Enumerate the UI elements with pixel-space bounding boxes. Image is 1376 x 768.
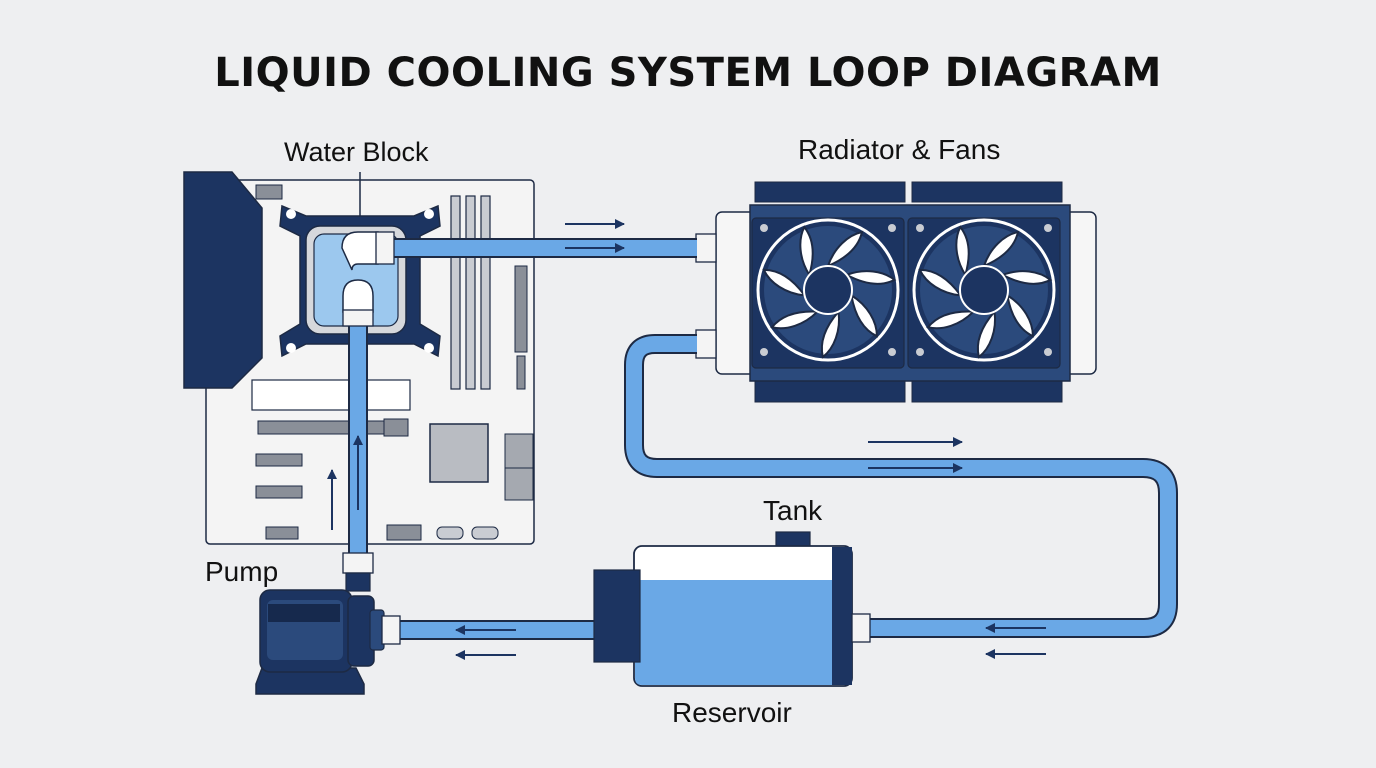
reservoir-label: Reservoir: [672, 697, 792, 728]
water-block-label: Water Block: [284, 137, 429, 167]
motherboard: [183, 171, 535, 545]
radiator: [695, 181, 1097, 403]
flow-arrows: [327, 219, 1046, 660]
radiator-label: Radiator & Fans: [798, 134, 1001, 165]
reservoir: [593, 531, 871, 687]
diagram-title: LIQUID COOLING SYSTEM LOOP DIAGRAM: [214, 50, 1162, 96]
water-block-fittings: [341, 231, 395, 327]
pump-label: Pump: [205, 556, 279, 587]
radiator-fan-2: [912, 218, 1056, 362]
chipset: [429, 423, 489, 483]
io-shield: [183, 171, 263, 389]
radiator-fan-1: [756, 218, 900, 362]
pump: [255, 552, 401, 695]
tank-label: Tank: [763, 495, 823, 526]
ram-slots: [450, 195, 491, 390]
